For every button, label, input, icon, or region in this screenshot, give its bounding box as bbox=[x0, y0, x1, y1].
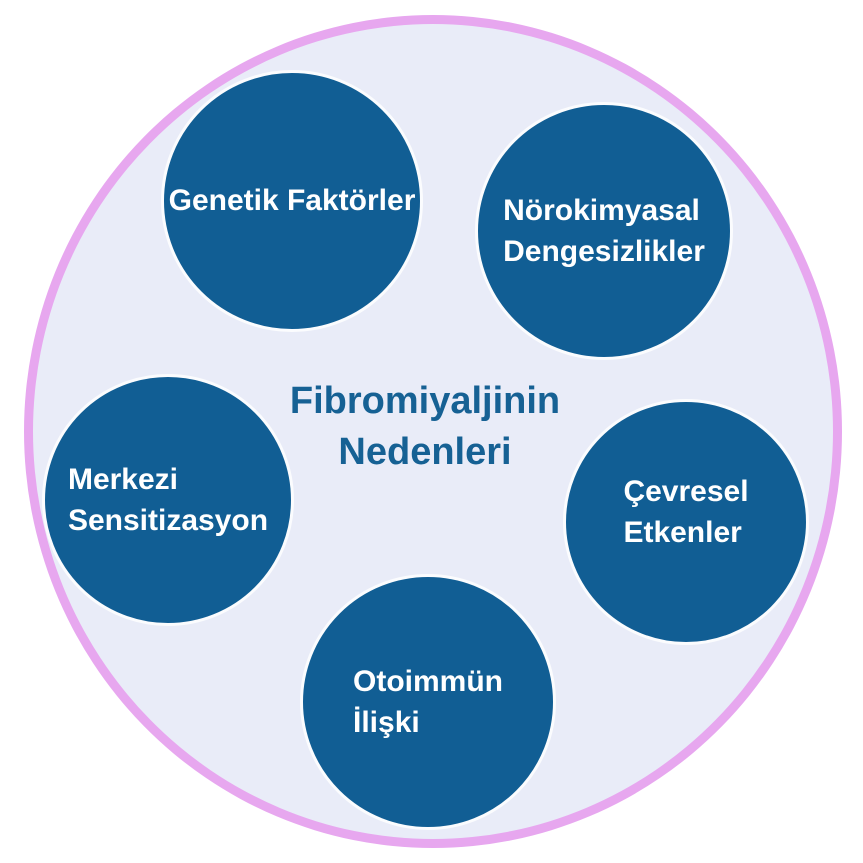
node-label-cevresel-etkenler: Çevresel Etkenler bbox=[623, 471, 748, 553]
node-label-line: Dengesizlikler bbox=[503, 235, 705, 268]
node-genetik-faktorler: Genetik Faktörler bbox=[161, 70, 423, 332]
node-label-norokimyasal-dengesizlikler: Nörokimyasal Dengesizlikler bbox=[503, 190, 705, 272]
node-label-line: Sensitizasyon bbox=[67, 504, 269, 537]
node-label-merkezi-sensitizasyon: Merkezi Sensitizasyon bbox=[68, 459, 268, 541]
node-label-line: Otoimmün bbox=[353, 664, 503, 698]
node-norokimyasal-dengesizlikler: Nörokimyasal Dengesizlikler bbox=[475, 102, 733, 360]
node-merkezi-sensitizasyon: Merkezi Sensitizasyon bbox=[42, 374, 294, 626]
node-label-otoimmun-iliski: Otoimmün İlişki bbox=[353, 661, 503, 743]
node-cevresel-etkenler: Çevresel Etkenler bbox=[563, 399, 809, 645]
node-otoimmun-iliski: Otoimmün İlişki bbox=[300, 574, 556, 830]
diagram-title-line-2: Nedenleri bbox=[338, 431, 512, 474]
diagram-title: Fibromiyaljinin Nedenleri bbox=[210, 376, 640, 479]
node-label-line: Genetik Faktörler bbox=[168, 184, 416, 218]
node-label-line: Etkenler bbox=[623, 516, 742, 549]
diagram-title-line-1: Fibromiyaljinin bbox=[289, 380, 561, 422]
node-label-line: Çevresel bbox=[623, 474, 749, 508]
node-label-line: İlişki bbox=[353, 706, 420, 739]
node-label-genetik-faktorler: Genetik Faktörler bbox=[169, 180, 416, 221]
node-label-line: Merkezi bbox=[67, 462, 179, 496]
node-label-line: Nörokimyasal bbox=[503, 193, 700, 227]
